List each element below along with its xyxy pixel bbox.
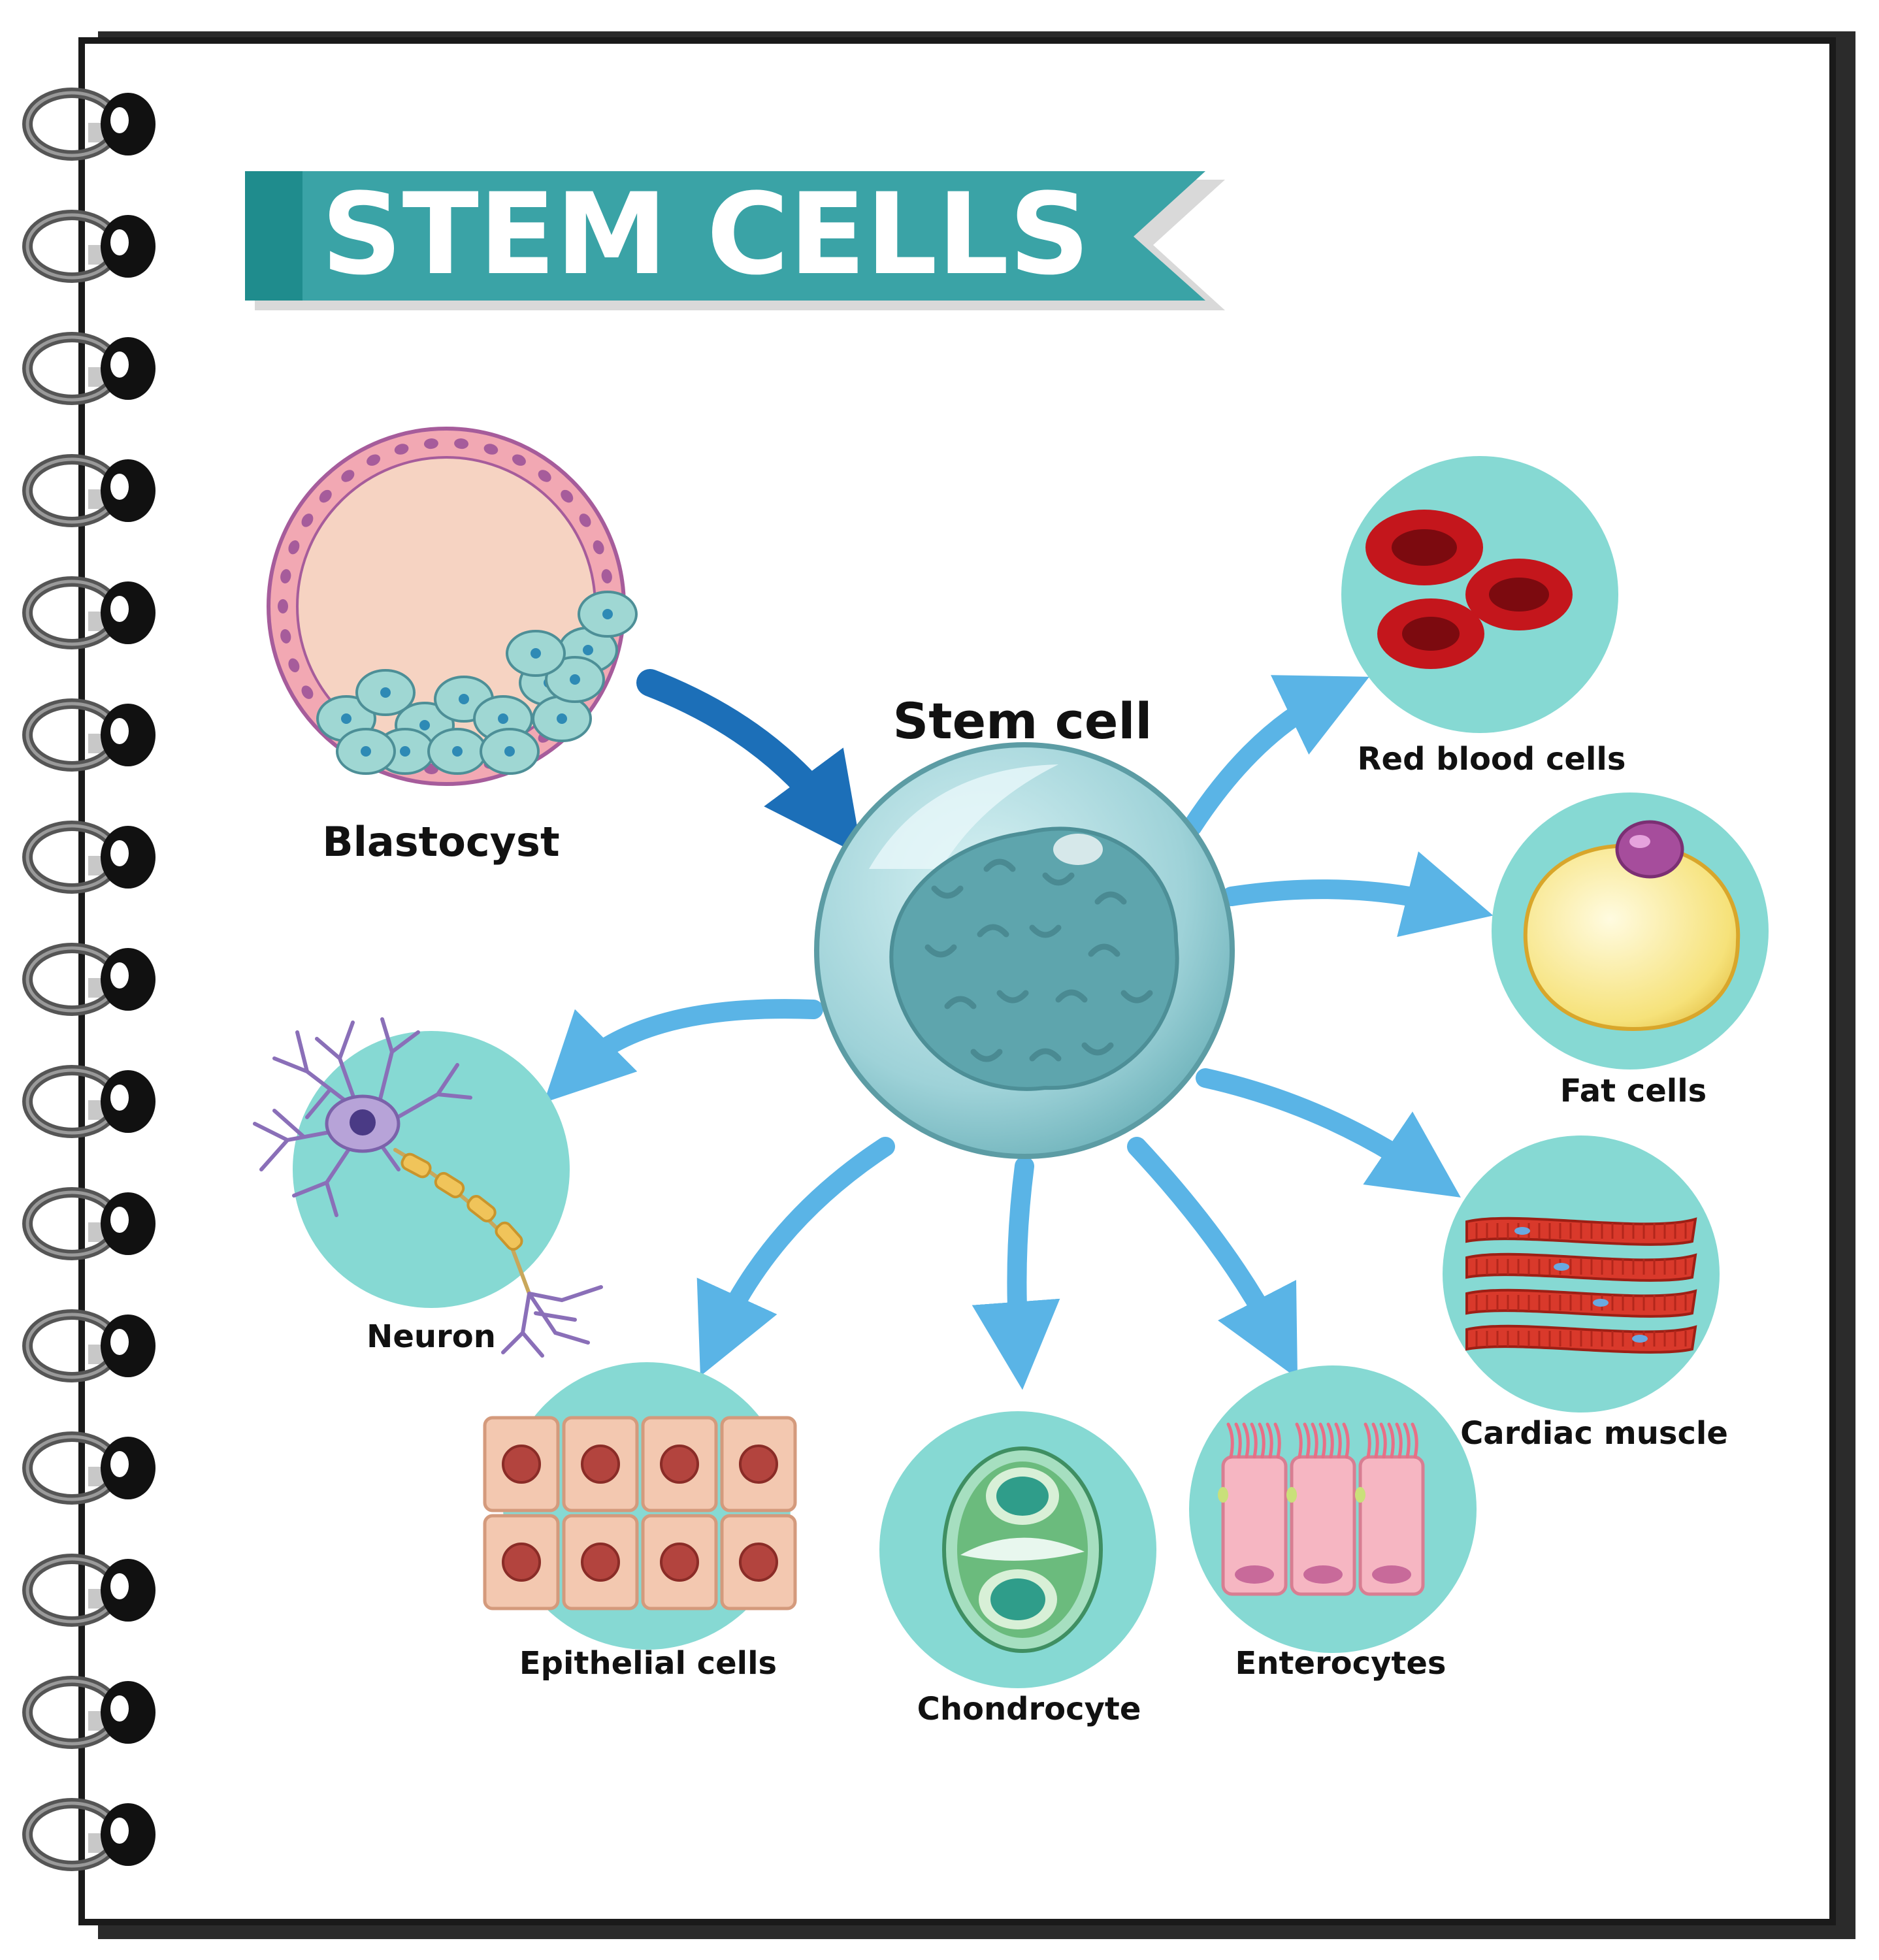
- spiral-ring-icon: [22, 332, 155, 405]
- chondrocyte-node: Chondrocyte: [879, 1411, 1156, 1727]
- arrow-to-enterocytes: [1127, 1137, 1298, 1379]
- neuron-node: Neuron: [253, 1017, 603, 1358]
- banner-ribbon: [245, 171, 1205, 301]
- spiral-ring-icon: [22, 88, 155, 161]
- red-blood-cells-label: Red blood cells: [1358, 741, 1626, 777]
- blastocyst-label: Blastocyst: [322, 818, 559, 866]
- cardiac-muscle-icon: [1465, 1217, 1697, 1354]
- fat-cells-label: Fat cells: [1560, 1073, 1707, 1109]
- fat-cells-node: Fat cells: [1492, 792, 1769, 1109]
- spiral-ring-icon: [22, 1309, 155, 1382]
- epithelial-cells-label: Epithelial cells: [519, 1645, 777, 1682]
- arrow-to-epithelial-cells: [696, 1137, 895, 1377]
- spiral-ring-icon: [22, 1798, 155, 1871]
- spiral-ring-icon: [22, 576, 155, 649]
- spiral-ring-icon: [22, 943, 155, 1016]
- arrow-to-neuron: [544, 999, 823, 1103]
- blastocyst-icon: [267, 427, 638, 786]
- chondrocyte-icon: [942, 1446, 1103, 1653]
- spiral-ring-icon: [22, 454, 155, 527]
- spiral-ring-icon: [22, 1187, 155, 1260]
- red-blood-cells-node: Red blood cells: [1341, 456, 1626, 777]
- arrow-to-red-blood-cells: [1183, 675, 1369, 836]
- stem-cell-node: Stem cell: [814, 692, 1235, 1159]
- arrow-to-chondrocyte: [972, 1156, 1060, 1390]
- epithelial-cell-icon: [483, 1416, 797, 1610]
- banner-tab: [245, 171, 302, 301]
- myelin-sheath: [400, 1152, 523, 1251]
- enterocytes-label: Enterocytes: [1235, 1645, 1446, 1682]
- spiral-binding: [22, 88, 155, 1871]
- neuron-label: Neuron: [367, 1318, 496, 1355]
- spiral-ring-icon: [22, 698, 155, 772]
- fat-cell-icon: [1523, 820, 1740, 1032]
- arrow-blastocyst-to-stem: [636, 669, 863, 857]
- spiral-ring-icon: [22, 1431, 155, 1505]
- stem-cell-label: Stem cell: [893, 692, 1152, 750]
- epithelial-cells-node: Epithelial cells: [483, 1362, 797, 1682]
- spiral-ring-icon: [22, 1065, 155, 1138]
- title-banner: STEM CELLS: [245, 169, 1225, 310]
- enterocytes-node: Enterocytes: [1189, 1365, 1477, 1682]
- cardiac-muscle-node: Cardiac muscle: [1443, 1135, 1728, 1452]
- spiral-ring-icon: [22, 821, 155, 894]
- red-blood-cell-icon: [1365, 510, 1573, 669]
- spiral-ring-icon: [22, 1554, 155, 1627]
- arrow-to-cardiac-muscle: [1196, 1068, 1461, 1198]
- enterocyte-icon: [1218, 1422, 1425, 1596]
- cardiac-muscle-label: Cardiac muscle: [1460, 1415, 1728, 1452]
- chondrocyte-label: Chondrocyte: [917, 1691, 1141, 1727]
- stem-cell-icon: [814, 742, 1235, 1159]
- spiral-ring-icon: [22, 210, 155, 283]
- arrow-to-fat-cells: [1222, 851, 1494, 938]
- arrows: [544, 669, 1494, 1390]
- page-title: STEM CELLS: [321, 169, 1090, 300]
- spiral-ring-icon: [22, 1676, 155, 1749]
- blastocyst-node: Blastocyst: [267, 427, 638, 866]
